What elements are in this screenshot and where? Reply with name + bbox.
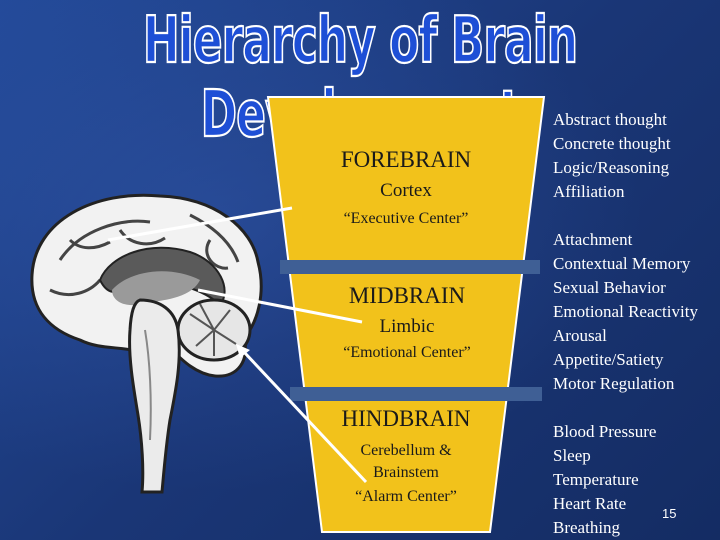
forebrain-region: Cortex: [380, 180, 432, 201]
hindbrain-region-line1: Cerebellum &: [360, 442, 452, 459]
forebrain-functions: Abstract thought Concrete thought Logic/…: [553, 108, 671, 204]
function-item: Emotional Reactivity: [553, 302, 698, 321]
function-item: Breathing: [553, 518, 621, 537]
function-item: Temperature: [553, 470, 639, 489]
function-item: Arousal: [553, 326, 607, 345]
hindbrain-functions: Blood Pressure Sleep Temperature Heart R…: [553, 420, 656, 540]
midbrain-label: MIDBRAIN: [348, 283, 466, 308]
function-item: Motor Regulation: [553, 374, 675, 393]
connector-line-midbrain: [197, 288, 363, 324]
midbrain-region: Limbic: [379, 316, 435, 337]
hindbrain-role: “Alarm Center”: [355, 488, 457, 505]
forebrain-role: “Executive Center”: [343, 210, 469, 227]
function-item: Attachment: [553, 230, 633, 249]
connector-line-hindbrain: [242, 350, 368, 484]
function-item: Concrete thought: [553, 134, 671, 153]
function-item: Contextual Memory: [553, 254, 691, 273]
midbrain-functions: Attachment Contextual Memory Sexual Beha…: [553, 228, 698, 396]
hindbrain-label: HINDBRAIN: [341, 406, 471, 431]
function-item: Appetite/Satiety: [553, 350, 664, 369]
divider-mid-hind: [290, 387, 542, 401]
function-item: Abstract thought: [553, 110, 667, 129]
midbrain-role: “Emotional Center”: [343, 344, 471, 361]
function-item: Logic/Reasoning: [553, 158, 670, 177]
divider-fore-mid: [280, 260, 540, 274]
hindbrain-region-line2: Brainstem: [373, 464, 439, 481]
page-number: 15: [662, 506, 677, 521]
function-item: Sleep: [553, 446, 591, 465]
function-item: Affiliation: [553, 182, 625, 201]
function-item: Blood Pressure: [553, 422, 657, 441]
brain-illustration: [30, 193, 368, 494]
function-item: Sexual Behavior: [553, 278, 666, 297]
function-item: Heart Rate: [553, 494, 627, 513]
forebrain-label: FOREBRAIN: [340, 147, 472, 172]
connector-line-forebrain: [107, 206, 293, 242]
